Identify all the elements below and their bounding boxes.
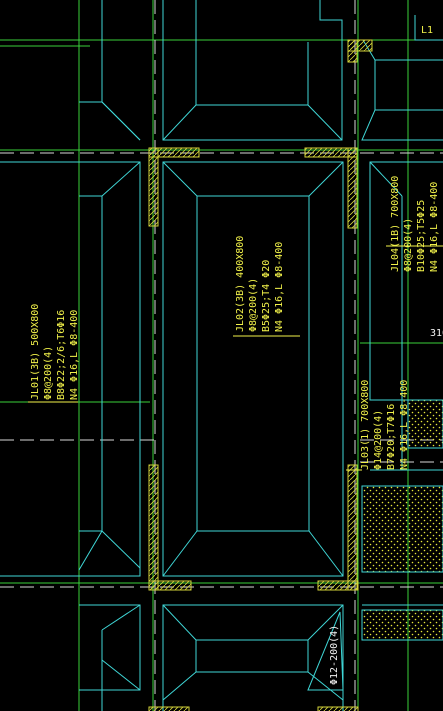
jl04-line-1: JL04(1B) 700X800 bbox=[390, 176, 401, 272]
jl02-line-3: B5Φ25;T4 Φ20 bbox=[261, 260, 272, 332]
jl01-line-1: JL01(3B) 500X800 bbox=[30, 304, 41, 400]
jl02-line-2: Φ8@200(4) bbox=[248, 278, 259, 332]
jl03-line-4: N4 Φ16,L Φ8-400 bbox=[399, 380, 410, 470]
leader-lines bbox=[28, 245, 443, 471]
jl01-line-3: B8Φ22;2/6;T6Φ16 bbox=[56, 310, 67, 400]
jl04-line-2: Φ8@200(4) bbox=[403, 218, 414, 272]
jl01-line-2: Φ8@200(4) bbox=[43, 346, 54, 400]
hatched-walls bbox=[148, 39, 373, 711]
jl04-line-3: B10Φ25;T5Φ25 bbox=[416, 200, 427, 272]
jl03-line-2: Φ14@200(4) bbox=[373, 410, 384, 470]
jl01-line-4: N4 Φ16,L Φ8-400 bbox=[69, 310, 80, 400]
axis-tag-l1: L1 bbox=[421, 25, 433, 36]
beam-jl01-label: JL01(3B) 500X800 Φ8@200(4) B8Φ22;2/6;T6Φ… bbox=[30, 304, 80, 400]
beam-jl03-label: JL03(1) 700X800 Φ14@200(4) B7Φ20;T7Φ16 N… bbox=[360, 380, 410, 470]
jl02-line-1: JL02(3B) 400X800 bbox=[235, 236, 246, 332]
jl02-line-4: N4 Φ16,L Φ8-400 bbox=[274, 242, 285, 332]
jl04-line-4: N4 Φ16,L Φ8-400 bbox=[429, 182, 440, 272]
axis-tag-310: 310 bbox=[430, 328, 443, 339]
jl03-line-1: JL03(1) 700X800 bbox=[360, 380, 371, 470]
stirrup-note-text: Φ12-200(4) bbox=[329, 625, 340, 685]
stirrup-note: Φ12-200(4) bbox=[329, 625, 340, 685]
jl03-line-3: B7Φ20;T7Φ16 bbox=[386, 404, 397, 470]
dotted-fill bbox=[361, 399, 443, 641]
beam-jl02-label: JL02(3B) 400X800 Φ8@200(4) B5Φ25;T4 Φ20 … bbox=[235, 236, 285, 332]
beam-jl04-label: JL04(1B) 700X800 Φ8@200(4) B10Φ25;T5Φ25 … bbox=[390, 176, 440, 272]
